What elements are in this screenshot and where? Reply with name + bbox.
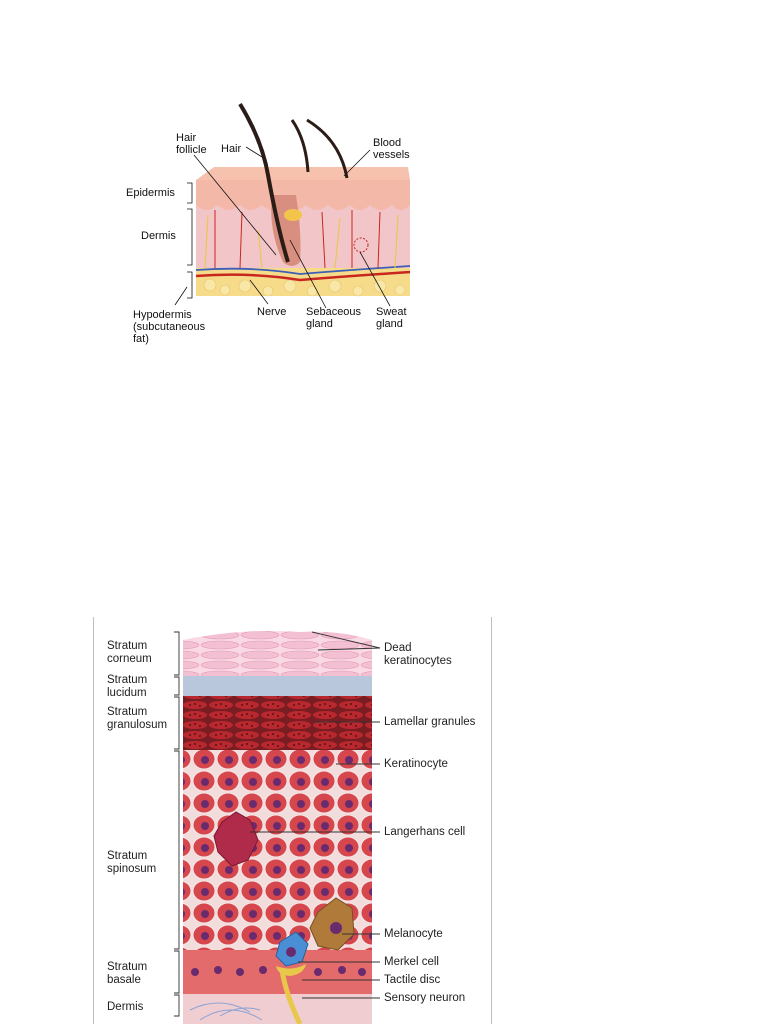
skin-leader-lines	[174, 146, 391, 309]
epidermis-layer	[196, 180, 410, 210]
label-dermis: Dermis	[141, 230, 176, 242]
label-nerve: Nerve	[257, 306, 287, 318]
langerhans-cell	[213, 811, 259, 867]
merkel-nucleus	[286, 947, 296, 957]
label-tactile-disc: Tactile disc	[384, 974, 441, 986]
capillary-loops	[214, 210, 381, 269]
basal-cells	[191, 966, 366, 976]
label-sebaceous-gland: Sebaceous gland	[306, 306, 362, 330]
blood-vessel-red	[195, 270, 411, 282]
melanocyte-nucleus	[330, 922, 342, 934]
label-lamellar-granules: Lamellar granules	[384, 716, 476, 728]
stratum-granulosum-layer	[183, 696, 372, 750]
stratum-corneum-layer	[183, 631, 372, 676]
label-hair-follicle: Hair follicle	[176, 132, 207, 156]
label-melanocyte: Melanocyte	[384, 928, 443, 940]
label-dermis-bottom: Dermis	[107, 1001, 144, 1013]
sensory-neuron	[279, 969, 303, 1024]
label-keratinocyte: Keratinocyte	[384, 758, 448, 770]
label-dead-keratinocytes: Dead keratinocytes	[384, 642, 452, 667]
epidermis-leader-lines	[174, 631, 381, 1017]
hair-shaft-3	[306, 118, 349, 179]
epidermis-diagram-frame	[93, 617, 492, 1024]
label-epidermis: Epidermis	[126, 187, 175, 199]
stratum-lucidum-layer	[183, 676, 372, 696]
hair-shaft-main	[238, 102, 290, 263]
dermis-fibers	[189, 1002, 263, 1021]
label-stratum-lucidum: Stratum lucidum	[107, 674, 148, 699]
skin-surface	[196, 167, 410, 180]
sebaceous-gland-shape	[284, 209, 302, 221]
hair-shaft-2	[290, 119, 310, 173]
label-blood-vessels: Blood vessels	[373, 137, 410, 161]
label-sensory-neuron: Sensory neuron	[384, 992, 466, 1004]
label-merkel-cell: Merkel cell	[384, 956, 439, 968]
blood-vessel-blue	[195, 265, 411, 275]
label-stratum-spinosum: Stratum spinosum	[107, 850, 157, 875]
label-stratum-granulosum: Stratum granulosum	[107, 706, 168, 731]
label-hair: Hair	[221, 143, 242, 155]
label-stratum-basale: Stratum basale	[107, 961, 148, 986]
label-langerhans-cell: Langerhans cell	[384, 826, 466, 838]
label-hypodermis: Hypodermis (subcutaneous fat)	[133, 309, 206, 345]
label-sweat-gland: Sweat gland	[376, 306, 407, 330]
sweat-gland-shape	[353, 237, 369, 253]
label-stratum-corneum: Stratum corneum	[107, 640, 152, 665]
nerve-fibers	[204, 214, 399, 269]
dermis-bottom-layer	[183, 994, 372, 1024]
